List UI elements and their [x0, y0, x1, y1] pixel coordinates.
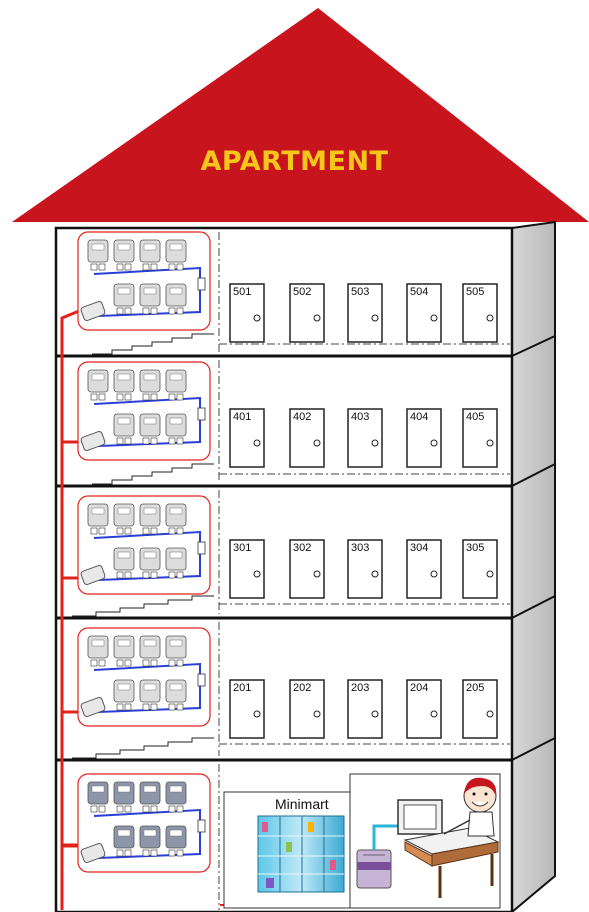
room-number: 201: [233, 682, 251, 694]
roof: [12, 8, 589, 222]
room-number: 303: [351, 542, 369, 554]
room-number: 401: [233, 411, 251, 423]
room-number: 504: [410, 286, 428, 298]
room-number: 502: [293, 286, 311, 298]
room-number: 305: [466, 542, 484, 554]
room-number: 204: [410, 682, 428, 694]
room-number: 405: [466, 411, 484, 423]
room-number: 501: [233, 286, 251, 298]
meter-panel: [78, 628, 210, 726]
room-number: 402: [293, 411, 311, 423]
meter-panel: [78, 496, 210, 594]
room-number: 304: [410, 542, 428, 554]
room-number: 503: [351, 286, 369, 298]
building-side-wall: [512, 222, 555, 912]
room-number: 505: [466, 286, 484, 298]
building-title: APARTMENT: [0, 146, 589, 177]
room-number: 205: [466, 682, 484, 694]
data-concentrator-icon: [357, 850, 391, 888]
room-number: 301: [233, 542, 251, 554]
meter-panel: [78, 232, 210, 330]
room-number: 404: [410, 411, 428, 423]
room-number: 403: [351, 411, 369, 423]
meter-panel: [78, 362, 210, 460]
shop-label: Minimart: [275, 796, 329, 812]
meter-panel: [78, 774, 210, 872]
room-number: 302: [293, 542, 311, 554]
shelves-icon: [258, 816, 344, 892]
room-number: 203: [351, 682, 369, 694]
room-number: 202: [293, 682, 311, 694]
